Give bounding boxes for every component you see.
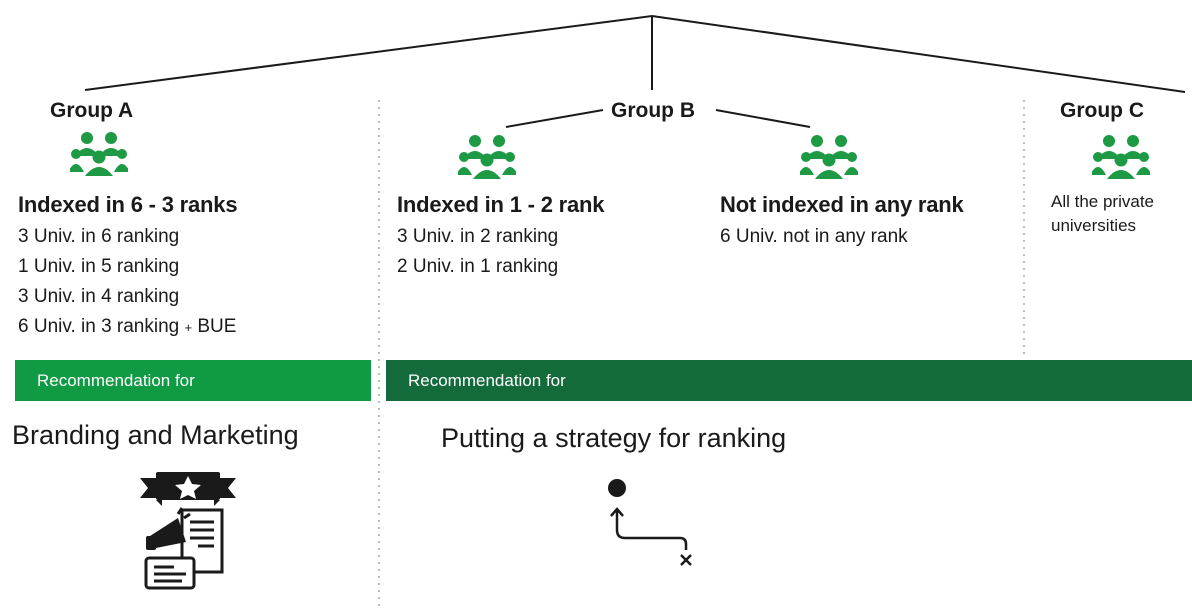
group-a-heading: Indexed in 6 - 3 ranks [18, 192, 238, 217]
group-c-line: All the private [1051, 192, 1154, 211]
group-b-branch-left [505, 109, 604, 128]
people-group-icon [458, 135, 516, 179]
bue-label: BUE [192, 316, 237, 337]
list-item: 1 Univ. in 5 ranking [18, 256, 180, 277]
list-item-text: 6 Univ. in 3 ranking [18, 316, 180, 337]
people-group-icon [70, 132, 128, 176]
group-a-title: Group A [50, 99, 134, 122]
tree-branch-a [84, 15, 653, 91]
list-item-last: 6 Univ. in 3 ranking + BUE [18, 312, 236, 343]
list-item: 3 Univ. in 4 ranking [18, 286, 180, 307]
group-c-title: Group C [1060, 99, 1144, 122]
group-b-branch-right [715, 109, 811, 128]
group-b2-list: 6 Univ. not in any rank [720, 222, 908, 252]
branding-marketing-icon [140, 472, 236, 590]
group-b2-heading: Not indexed in any rank [720, 192, 964, 217]
recommendation-a-title: Branding and Marketing [12, 420, 299, 450]
plus-sign: + [184, 320, 193, 335]
list-item: 6 Univ. not in any rank [720, 226, 908, 247]
people-group-icon [800, 135, 858, 179]
group-b-title: Group B [611, 99, 695, 122]
tree-branch-c [651, 15, 1186, 93]
group-c-description: All the private universities [1051, 190, 1154, 238]
group-b1-list: 3 Univ. in 2 ranking 2 Univ. in 1 rankin… [397, 222, 558, 282]
people-group-icon [1092, 135, 1150, 179]
group-c-line: universities [1051, 216, 1137, 235]
recommendation-bar-b: Recommendation for [386, 360, 1192, 401]
list-item: 3 Univ. in 2 ranking [397, 226, 559, 247]
group-b1-heading: Indexed in 1 - 2 rank [397, 192, 605, 217]
group-a-list: 3 Univ. in 6 ranking 1 Univ. in 5 rankin… [18, 222, 236, 343]
strategy-path-icon [608, 479, 692, 566]
recommendation-bar-a: Recommendation for [15, 360, 371, 401]
list-item: 3 Univ. in 6 ranking [18, 226, 180, 247]
list-item: 2 Univ. in 1 ranking [397, 256, 559, 277]
recommendation-b-title: Putting a strategy for ranking [441, 423, 787, 453]
